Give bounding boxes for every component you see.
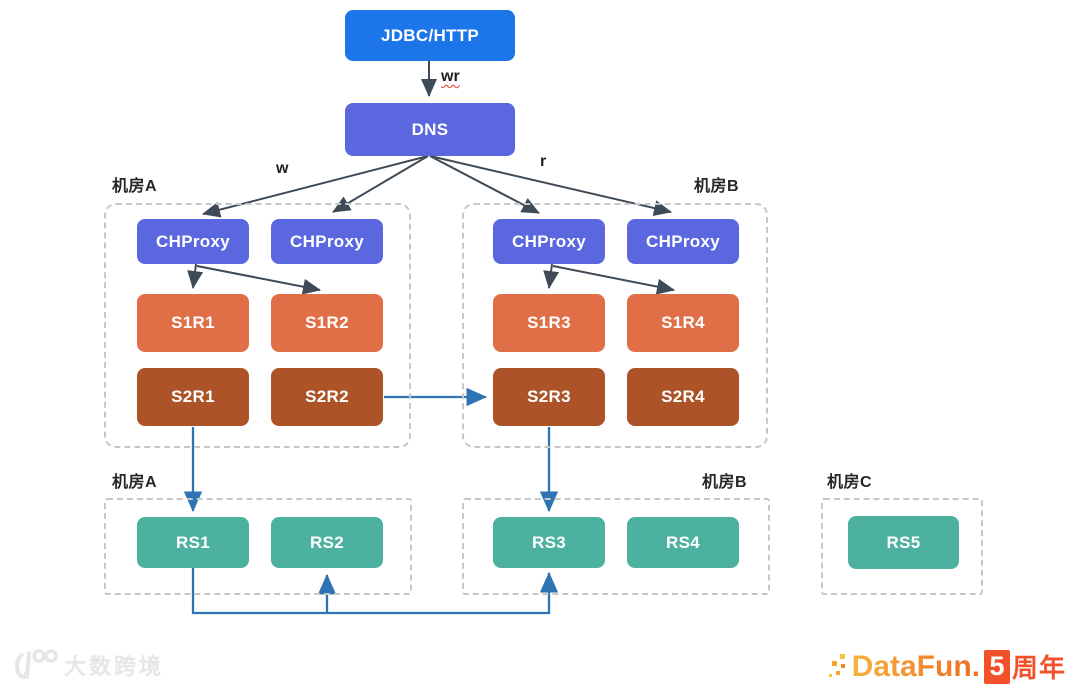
- node-s2r1: S2R1: [137, 368, 249, 426]
- node-s2r3: S2R3: [493, 368, 605, 426]
- node-jdbc-http: JDBC/HTTP: [345, 10, 515, 61]
- watermark-left: 大数跨境: [12, 647, 164, 683]
- node-rs2: RS2: [271, 517, 383, 568]
- node-s1r2: S1R2: [271, 294, 383, 352]
- node-rs5: RS5: [848, 516, 959, 569]
- datafun-wordmark: DataFun.: [851, 649, 980, 683]
- label-datacenter-b-bottom: 机房B: [702, 474, 748, 491]
- node-chproxy-b1: CHProxy: [493, 219, 605, 264]
- watermark-datafun: DataFun. 5 周年: [828, 648, 1066, 685]
- watermark-left-text: 大数跨境: [64, 654, 165, 679]
- label-datacenter-a-bottom: 机房A: [112, 474, 158, 491]
- label-datacenter-a-top: 机房A: [112, 178, 158, 195]
- group-datacenter-a-top: [104, 203, 411, 448]
- node-s1r4: S1R4: [627, 294, 739, 352]
- node-s2r4: S2R4: [627, 368, 739, 426]
- node-s2r2: S2R2: [271, 368, 383, 426]
- node-dns: DNS: [345, 103, 515, 156]
- node-rs1: RS1: [137, 517, 249, 568]
- node-rs4: RS4: [627, 517, 739, 568]
- node-chproxy-b2: CHProxy: [627, 219, 739, 264]
- node-rs3: RS3: [493, 517, 605, 568]
- group-datacenter-a-bottom: [104, 498, 412, 595]
- label-datacenter-c-bottom: 机房C: [827, 474, 873, 491]
- edge-label-wr: wr: [441, 68, 460, 85]
- datafun-badge-5: 5: [983, 649, 1010, 684]
- datafun-anniversary: 周年: [1011, 653, 1066, 683]
- label-datacenter-b-top: 机房B: [694, 178, 740, 195]
- group-datacenter-b-bottom: [462, 498, 770, 595]
- edge-label-r: r: [540, 153, 547, 170]
- node-s1r1: S1R1: [137, 294, 249, 352]
- group-datacenter-c-bottom: [821, 498, 983, 595]
- watermark-left-logo-icon: [15, 649, 58, 679]
- group-datacenter-b-top: [462, 203, 768, 448]
- node-chproxy-a2: CHProxy: [271, 219, 383, 264]
- node-s1r3: S1R3: [493, 294, 605, 352]
- datafun-dots-icon: [828, 653, 845, 677]
- edge-label-w: w: [276, 160, 289, 177]
- node-chproxy-a1: CHProxy: [137, 219, 249, 264]
